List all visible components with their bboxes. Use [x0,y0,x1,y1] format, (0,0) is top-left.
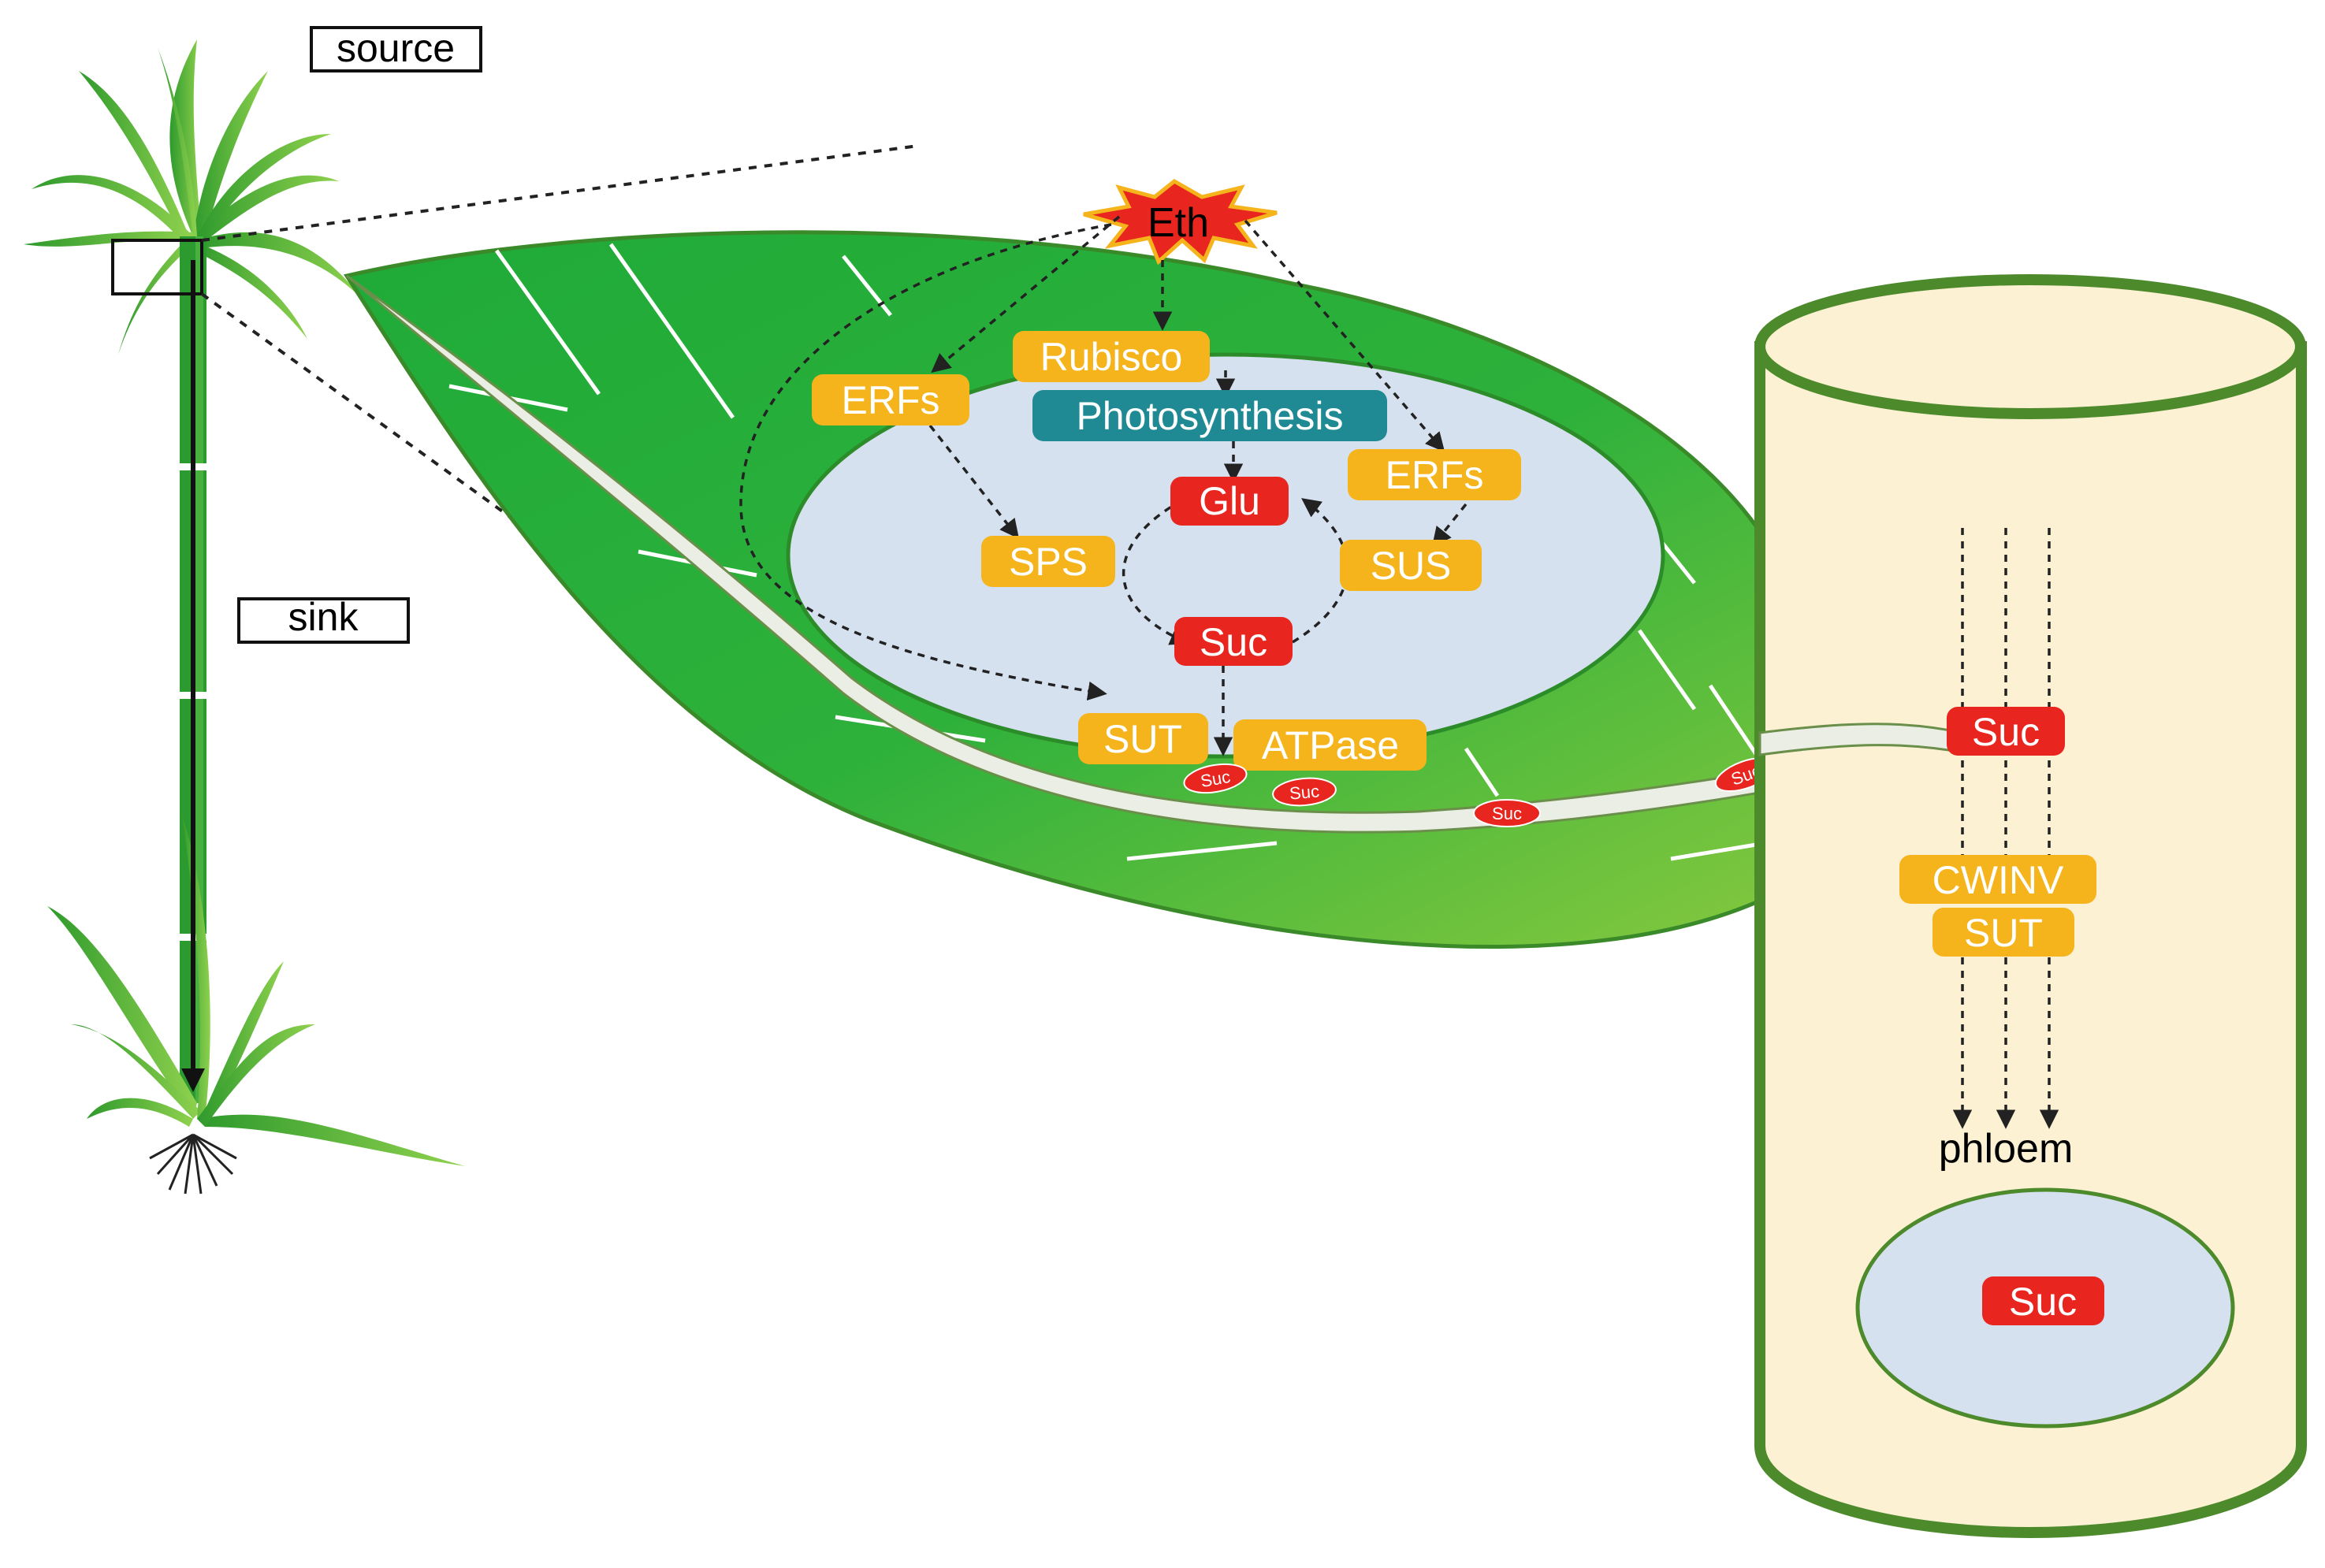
suc-small-3-label: Suc [1492,804,1522,823]
glu-label: Glu [1199,479,1260,523]
sus-label: SUS [1371,544,1452,588]
ethylene-burst: Eth [1083,178,1278,266]
stem-transport-arrows [1952,528,2059,1129]
cwinv-label: CWINV [1933,858,2064,902]
plant-bottom-leaves [47,812,465,1166]
enzyme-rubisco: Rubisco [1013,331,1210,382]
eth-label: Eth [1148,200,1209,246]
erfs-left-label: ERFs [842,378,940,422]
stem-top [1754,274,2306,419]
sink-label-box: sink [237,595,410,644]
suc-small-2: Suc [1272,777,1337,807]
metabolite-suc-stem: Suc [1947,707,2065,756]
erfs-right-label: ERFs [1386,453,1484,497]
photosynthesis-label: Photosynthesis [1076,394,1343,438]
metabolite-glu: Glu [1170,477,1289,526]
source-label: source [337,26,455,70]
enzyme-cwinv: CWINV [1899,855,2096,904]
suc-small-3: Suc [1473,799,1541,827]
enzyme-erfs-left: ERFs [812,374,969,425]
rubisco-label: Rubisco [1040,335,1183,379]
plant-roots [149,1133,237,1195]
suc-storage-label: Suc [2009,1280,2077,1324]
suc-leaf-label: Suc [1200,620,1267,664]
sugarcane-plant [24,39,465,1195]
enzyme-sut-leaf: SUT [1078,713,1208,764]
process-photosynthesis: Photosynthesis [1032,390,1387,441]
source-label-box: source [310,26,482,72]
enzyme-erfs-right: ERFs [1348,449,1521,500]
suc-small-1: Suc [1183,763,1248,794]
zoom-box [111,239,203,295]
stem-cylinder [1754,274,2307,1539]
sut-leaf-label: SUT [1103,717,1182,761]
sink-label: sink [288,595,359,639]
phloem-label: phloem [1939,1126,2074,1172]
suc-small-2-label: Suc [1289,781,1320,803]
enzyme-atpase: ATPase [1233,719,1427,771]
sps-label: SPS [1009,540,1088,584]
suc-stem-label: Suc [1972,710,2040,754]
eth-star-icon [1083,178,1278,266]
enzyme-sus: SUS [1340,540,1482,591]
metabolite-suc-leaf: Suc [1174,617,1293,666]
enzyme-sut-stem: SUT [1933,908,2074,957]
enzyme-sps: SPS [981,536,1115,587]
metabolite-suc-storage: Suc [1982,1276,2104,1325]
atpase-label: ATPase [1262,723,1399,767]
sut-stem-label: SUT [1964,911,2043,955]
